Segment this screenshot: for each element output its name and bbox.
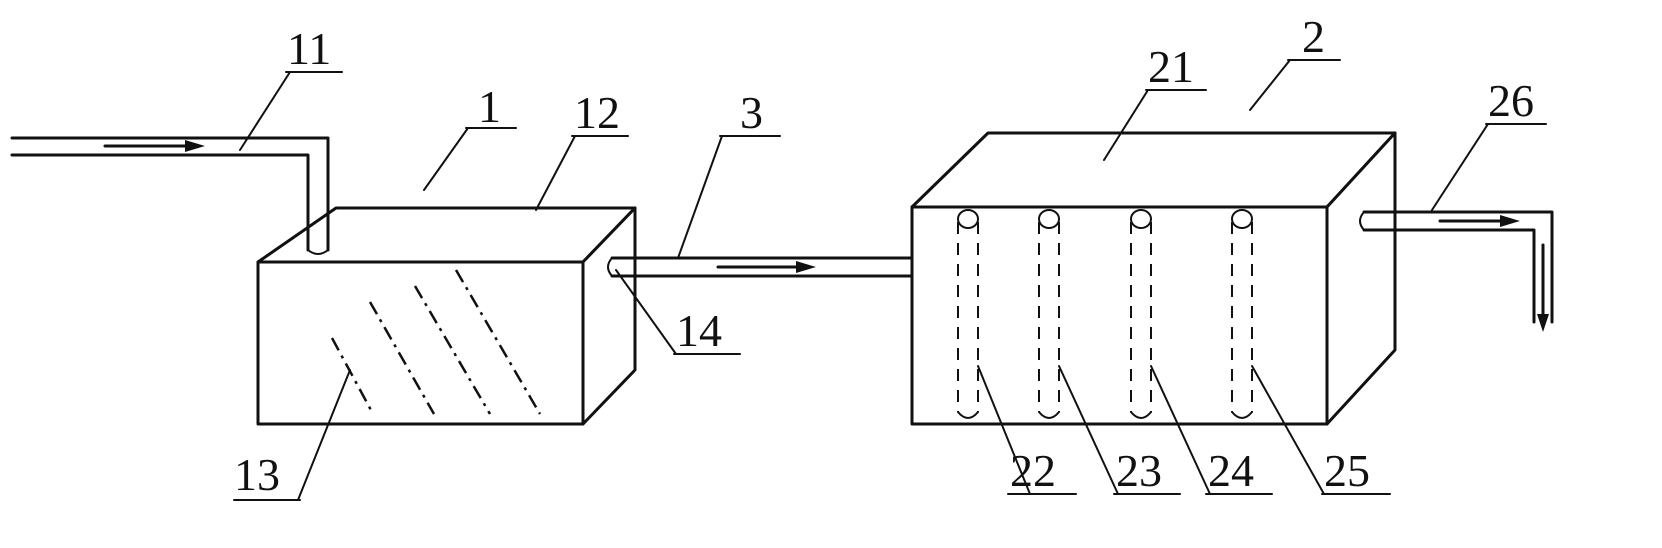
outlet-pipe-inner-wall xyxy=(1362,228,1536,324)
filler-line-1 xyxy=(330,337,374,413)
label-13: 13 xyxy=(234,449,280,500)
tank-2-front-face xyxy=(910,205,1329,426)
leader-26 xyxy=(1431,123,1489,211)
inlet-pipe xyxy=(10,136,330,255)
leader-12 xyxy=(535,135,576,211)
tank-1 xyxy=(256,206,637,426)
tank-1-front-face xyxy=(256,260,585,426)
leader-lines xyxy=(239,59,1489,501)
tank-2-top-face xyxy=(910,131,1397,209)
tube-22-top xyxy=(957,209,979,229)
filler-line-2 xyxy=(368,301,436,415)
leader-3 xyxy=(677,135,723,259)
tube-25 xyxy=(1231,209,1253,419)
inlet-flow-arrowhead xyxy=(185,140,205,152)
label-21: 21 xyxy=(1148,41,1194,92)
outlet-pipe xyxy=(1359,210,1554,332)
tube-24-bottom xyxy=(1130,411,1152,419)
label-22: 22 xyxy=(1010,445,1056,496)
tube-23-bottom xyxy=(1038,411,1060,419)
label-25: 25 xyxy=(1324,445,1370,496)
inlet-pipe-upper-wall xyxy=(10,136,330,252)
inlet-pipe-end xyxy=(307,249,329,255)
connecting-pipe-port xyxy=(607,257,613,277)
tube-25-top xyxy=(1231,209,1253,229)
label-24: 24 xyxy=(1208,445,1254,496)
labels: 11 1 12 3 21 2 26 13 14 22 23 24 25 xyxy=(234,11,1534,500)
tube-23-top xyxy=(1038,209,1060,229)
leader-14 xyxy=(615,269,677,355)
outlet-pipe-outer-wall xyxy=(1362,210,1554,324)
connecting-pipe xyxy=(607,256,914,278)
tube-22 xyxy=(957,209,979,419)
leader-22 xyxy=(977,365,1031,495)
leader-21 xyxy=(1103,89,1149,161)
leader-2 xyxy=(1249,59,1291,111)
leader-13 xyxy=(297,369,351,501)
leader-23 xyxy=(1058,365,1119,495)
label-14: 14 xyxy=(676,305,722,356)
leader-11 xyxy=(239,71,291,151)
label-underlines xyxy=(233,59,1547,501)
label-1: 1 xyxy=(478,81,501,132)
label-3: 3 xyxy=(740,87,763,138)
tank-2 xyxy=(910,131,1397,426)
outlet-pipe-port xyxy=(1359,211,1365,231)
label-26: 26 xyxy=(1488,75,1534,126)
tube-25-bottom xyxy=(1231,411,1253,419)
filler-line-4 xyxy=(454,269,542,415)
leader-25 xyxy=(1251,365,1325,495)
inlet-pipe-lower-wall xyxy=(10,153,310,252)
label-11: 11 xyxy=(287,23,331,74)
outlet-flow-arrowhead xyxy=(1500,215,1520,227)
tube-24-top xyxy=(1130,209,1152,229)
connecting-flow-arrowhead xyxy=(796,261,816,273)
label-12: 12 xyxy=(574,87,620,138)
label-23: 23 xyxy=(1116,445,1162,496)
filler-line-3 xyxy=(413,285,492,415)
tube-23 xyxy=(1038,209,1060,419)
outlet-down-arrowhead xyxy=(1537,314,1549,332)
tube-24 xyxy=(1130,209,1152,419)
leader-24 xyxy=(1150,365,1211,495)
label-2: 2 xyxy=(1302,11,1325,62)
leader-1 xyxy=(423,127,469,191)
tube-22-bottom xyxy=(957,411,979,419)
